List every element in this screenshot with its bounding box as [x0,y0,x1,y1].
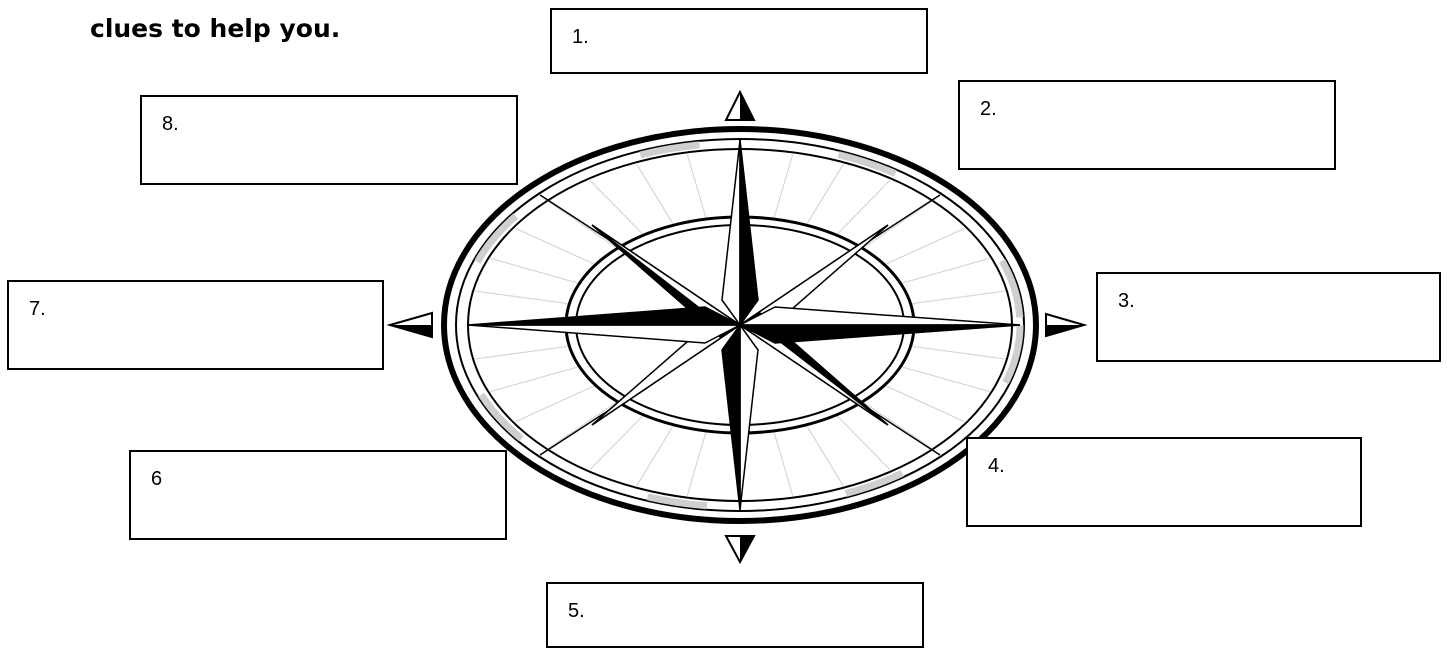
answer-box-2[interactable]: 2. [958,80,1336,170]
answer-box-label: 3. [1118,290,1135,313]
answer-box-1[interactable]: 1. [550,8,928,74]
west-arrowhead-icon [390,313,432,337]
answer-box-7[interactable]: 7. [7,280,384,370]
answer-box-label: 7. [29,298,46,321]
answer-box-label: 1. [572,26,589,49]
answer-box-label: 8. [162,113,179,136]
answer-box-6[interactable]: 6 [129,450,507,540]
answer-box-label: 2. [980,98,997,121]
south-arrowhead-icon [726,536,754,562]
north-arrowhead-icon [726,92,754,120]
answer-box-label: 5. [568,600,585,623]
answer-box-label: 4. [988,455,1005,478]
answer-box-5[interactable]: 5. [546,582,924,648]
answer-box-label: 6 [151,468,162,491]
answer-box-4[interactable]: 4. [966,437,1362,527]
answer-box-3[interactable]: 3. [1096,272,1441,362]
answer-box-8[interactable]: 8. [140,95,518,185]
east-arrowhead-icon [1046,314,1084,336]
